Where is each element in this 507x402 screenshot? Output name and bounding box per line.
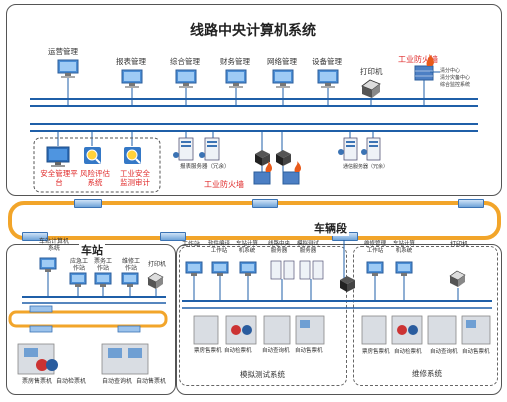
sim-ws-label-0: 工作站 xyxy=(182,241,201,248)
sim-ws-label-2: 车站计算机系统 xyxy=(236,241,259,254)
station-switch xyxy=(29,305,53,313)
report-server-icon xyxy=(173,137,220,161)
firewall-note-1: 清分中心 xyxy=(440,68,461,74)
station-device-label-2: 自动查询机 xyxy=(102,378,133,385)
maint-device-label-3: 自动售票机 xyxy=(462,349,490,355)
ring-switch xyxy=(22,232,48,241)
maint-device-label-2: 自动查询机 xyxy=(430,349,458,355)
station-ws-label-1: 应急工作站 xyxy=(69,258,88,272)
maint-printer-label: 打印机 xyxy=(450,241,469,248)
firewall-note-2: 清分灾备中心 xyxy=(440,75,471,81)
ring-switch xyxy=(160,232,186,241)
printer-icon xyxy=(147,272,164,289)
maint-device-label-0: 票房售票机 xyxy=(362,349,390,355)
ring-switch xyxy=(252,199,278,208)
maint-device-label-1: 自动检票机 xyxy=(394,349,422,355)
ticket-device-icon xyxy=(361,315,491,345)
security-label-audit: 工业安全监测审计 xyxy=(120,169,150,187)
station-graphics xyxy=(8,257,168,375)
printer-label-central: 打印机 xyxy=(360,67,383,76)
firewall-icon xyxy=(414,54,434,81)
terminal-label-device: 设备管理 xyxy=(312,57,342,66)
maint-ws-label-1: 车站计算机系统 xyxy=(393,241,416,254)
workstation-pc-icon xyxy=(39,257,139,287)
firewall-label-mid: 工业防火墙 xyxy=(204,180,244,189)
station-title: 车站 xyxy=(79,242,105,258)
depot-graphics xyxy=(182,240,492,345)
firewall-icon xyxy=(253,161,302,185)
magnifier-icon xyxy=(124,147,141,164)
sim-device-label-0: 票房售票机 xyxy=(194,348,222,354)
sim-test-title: 模拟测试系统 xyxy=(240,370,285,379)
ring-switch xyxy=(458,199,484,208)
station-ws-label-3: 维修工作站 xyxy=(121,258,140,272)
security-label-platform: 安全管理平台 xyxy=(40,169,78,187)
station-printer-label: 打印机 xyxy=(148,261,167,268)
black-switch-icon xyxy=(255,150,291,166)
sim-device-label-1: 自动检票机 xyxy=(224,348,252,354)
workstation-pc-icon xyxy=(366,261,413,276)
station-switch xyxy=(117,325,141,333)
station-device-label-1: 自动检票机 xyxy=(56,378,87,385)
security-group-box xyxy=(33,137,161,193)
terminal-label-finance: 财务管理 xyxy=(220,57,250,66)
station-ws-label-2: 票务工作站 xyxy=(93,258,112,272)
station-device-label-0: 票房售票机 xyxy=(22,378,53,385)
central-graphics xyxy=(30,54,478,193)
station-switch xyxy=(29,325,53,333)
station-ring xyxy=(8,310,168,328)
firewall-note-3: 综合监控系统 xyxy=(440,82,471,88)
black-switch-icon xyxy=(340,276,355,292)
monitor-icon xyxy=(46,146,70,167)
terminal-pc-icon xyxy=(57,59,339,88)
ring-switch xyxy=(74,199,102,208)
depot-title: 车辆段 xyxy=(312,220,349,236)
workstation-pc-icon xyxy=(185,260,324,280)
terminal-label-network: 网络管理 xyxy=(267,57,297,66)
printer-icon xyxy=(449,270,466,287)
report-servers-label: 报表服务器（冗余） xyxy=(180,164,230,170)
printer-icon xyxy=(361,79,381,98)
station-ws-label-0: 车站计算机系统 xyxy=(38,238,69,252)
ticket-device-icon xyxy=(17,343,149,375)
comm-servers-label: 通信服务器（冗余） xyxy=(343,164,389,170)
terminal-label-report: 报表管理 xyxy=(116,57,146,66)
sim-ws-label-3: 线路中央服务器 xyxy=(268,241,291,254)
terminal-label-ops: 运营管理 xyxy=(48,47,78,56)
magnifier-icon xyxy=(84,147,101,164)
comm-server-icon xyxy=(338,137,381,161)
sim-device-label-2: 自动查询机 xyxy=(262,348,290,354)
maintenance-title: 维修系统 xyxy=(412,369,442,378)
sim-ws-label-1: 软件编译工作站 xyxy=(208,241,231,254)
central-system-title: 线路中央计算机系统 xyxy=(190,23,316,39)
sim-device-label-3: 自动售票机 xyxy=(295,348,323,354)
sim-ws-label-4: 模拟测试服务器 xyxy=(297,241,320,254)
firewall-label-top: 工业防火墙 xyxy=(398,55,438,64)
maint-ws-label-0: 维修管理工作站 xyxy=(364,241,387,254)
ticket-device-icon xyxy=(193,315,325,345)
station-device-label-3: 自动售票机 xyxy=(136,378,167,385)
terminal-label-general: 综合管理 xyxy=(170,57,200,66)
security-label-risk: 风险评估系统 xyxy=(80,169,110,187)
